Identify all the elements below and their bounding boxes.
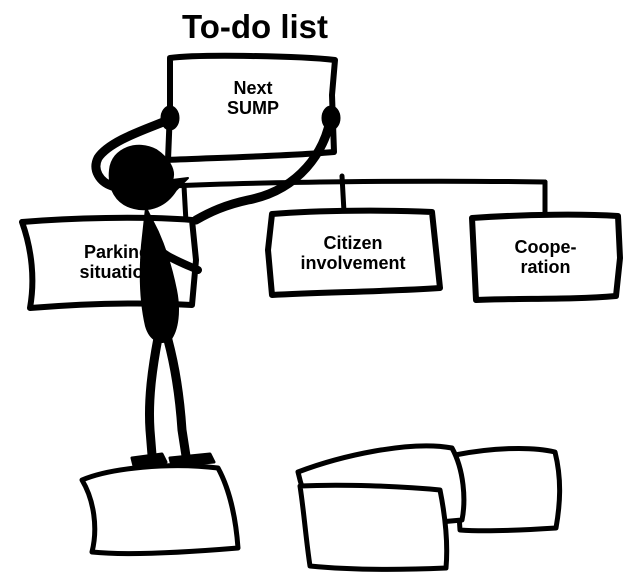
- label-citizen-involvement: Citizen involvement: [300, 233, 406, 274]
- diagram-title: To-do list: [181, 8, 329, 45]
- paper-center-bottom: [297, 482, 450, 572]
- stick-figure: [91, 105, 341, 468]
- connector-lines: [167, 173, 548, 225]
- label-cooperation: Coope- ration: [514, 237, 577, 278]
- box-cooperation: [469, 211, 623, 303]
- paper-left: [79, 463, 241, 557]
- box-citizen-involvement: [265, 207, 443, 298]
- floor-papers: [79, 443, 563, 572]
- label-parking-situation: Parking situation: [79, 242, 155, 283]
- sign-box-next-sump: [165, 52, 338, 163]
- label-next-sump: Next SUMP: [226, 78, 279, 119]
- paper-right-back: [452, 445, 563, 534]
